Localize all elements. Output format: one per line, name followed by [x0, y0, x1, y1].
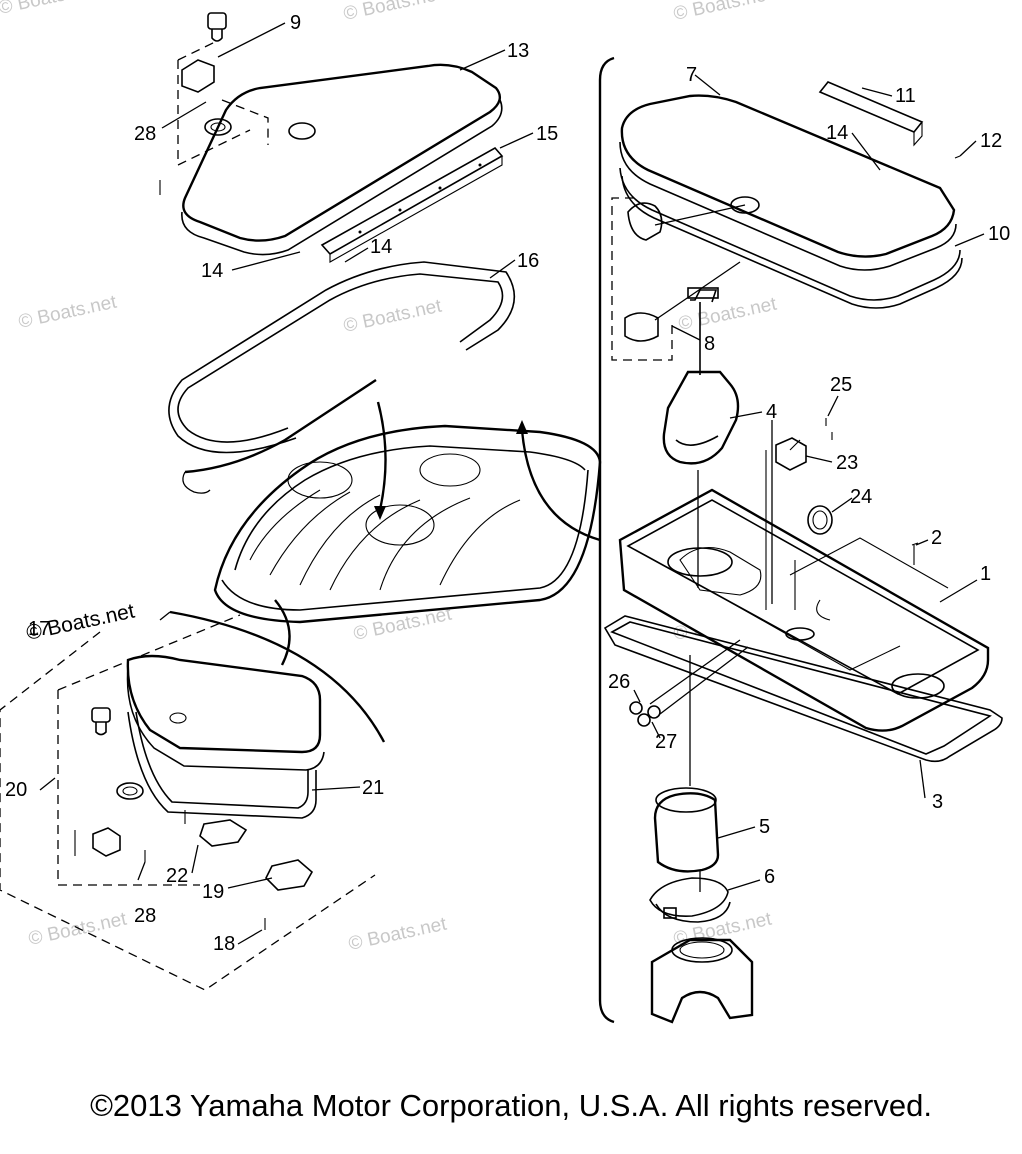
hinge	[199, 819, 248, 847]
callout-22: 22	[166, 865, 188, 887]
drain-grommet	[116, 782, 144, 800]
drain-plug	[207, 12, 227, 30]
callout-26: 26	[608, 671, 630, 693]
boat-hull	[213, 424, 602, 624]
watermark: © Boats.net	[342, 296, 444, 337]
rear-hatch-dash-group	[0, 614, 376, 991]
watermark: © Boats.net	[342, 0, 444, 25]
hose-adapter	[650, 938, 754, 1024]
callout-11: 11	[895, 85, 916, 107]
callout-28: 28	[134, 123, 156, 145]
rear-hatch-gasket	[127, 711, 317, 819]
callout-19: 19	[202, 881, 224, 903]
callout-28: 28	[134, 905, 156, 927]
callout-17: 17	[28, 618, 50, 640]
watermark: © Boats.net	[17, 292, 119, 333]
watermark: © Boats.net	[672, 0, 774, 25]
callout-4: 4	[766, 401, 777, 423]
drain-plug	[91, 707, 111, 723]
latch	[627, 202, 663, 241]
storage-dash-group	[611, 197, 673, 361]
callout-25: 25	[830, 374, 852, 396]
callout-27: 27	[655, 731, 677, 753]
latch	[181, 59, 215, 93]
storage-box	[618, 488, 990, 732]
callout-23: 23	[836, 452, 858, 474]
watermark: © Boats.net	[347, 914, 449, 955]
grommet	[624, 312, 659, 342]
rear-hatch-lid	[126, 654, 322, 754]
drain-hole	[288, 122, 316, 140]
callout-3: 3	[932, 791, 943, 813]
callout-12: 12	[980, 130, 1002, 152]
copyright-notice: ©2013 Yamaha Motor Corporation, U.S.A. A…	[90, 1088, 932, 1123]
hinge	[265, 859, 314, 891]
front-hatch-lid	[182, 63, 502, 242]
callout-7: 7	[686, 64, 697, 86]
callout-14: 14	[201, 260, 223, 282]
callout-24: 24	[850, 486, 872, 508]
hose	[653, 792, 720, 873]
grommet	[807, 505, 833, 535]
rear-hatch-brace	[169, 610, 386, 743]
callout-14: 14	[370, 236, 392, 258]
callout-2: 2	[931, 527, 942, 549]
callout-15: 15	[536, 123, 558, 145]
drain-grommet	[204, 118, 232, 136]
callout-5: 5	[759, 816, 770, 838]
box-gasket	[603, 615, 1003, 763]
storage-lid	[620, 94, 956, 258]
bracket	[775, 437, 807, 471]
callout-9: 9	[290, 12, 301, 34]
latch	[92, 827, 121, 857]
front-hatch-gasket	[177, 273, 504, 443]
storage-lid-gasket	[619, 167, 961, 301]
callout-20: 20	[5, 779, 27, 801]
callout-8: 8	[704, 333, 715, 355]
callout-10: 10	[988, 223, 1010, 245]
watermark: © Boats.net	[0, 0, 99, 19]
callout-18: 18	[213, 933, 235, 955]
callout-1: 1	[980, 563, 991, 585]
callout-16: 16	[517, 250, 539, 272]
callout-6: 6	[764, 866, 775, 888]
callout-14: 14	[826, 122, 848, 144]
front-hatch-dash-group	[177, 41, 269, 167]
callout-13: 13	[507, 40, 529, 62]
watermark: © Boats.net	[27, 909, 129, 950]
callout-21: 21	[362, 777, 384, 799]
pump	[662, 370, 740, 465]
